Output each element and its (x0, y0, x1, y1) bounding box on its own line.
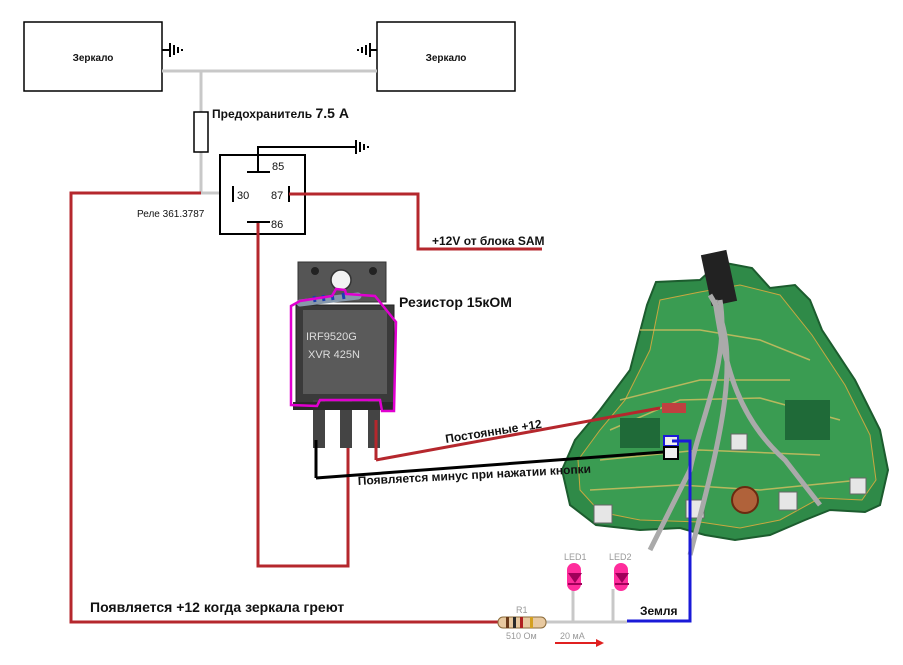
right-mirror-label: Зеркало (426, 53, 467, 64)
transistor-highlight (289, 287, 398, 413)
constant-plus-label: Постоянные +12 (444, 417, 543, 446)
relay-pin-87: 87 (271, 190, 283, 202)
current-label: 20 мА (560, 631, 585, 641)
relay-pin-86: 86 (271, 219, 283, 231)
r1-resistor-icon (497, 616, 547, 629)
constant-plus-wire (375, 406, 661, 462)
relay-coil-wire (256, 223, 350, 568)
resistor-label: Резистор 15кОМ (399, 294, 512, 310)
sam-supply-wire (289, 192, 542, 251)
led1-icon (567, 563, 582, 591)
sam-label: +12V от блока SAM (432, 234, 545, 248)
relay-pin-85: 85 (272, 161, 284, 173)
led2-icon (614, 563, 629, 591)
left-mirror-box (23, 21, 163, 92)
current-arrow-icon (555, 639, 604, 647)
led-circuit-wires (546, 589, 627, 624)
fuse-symbol (193, 111, 209, 153)
right-mirror-box (376, 21, 516, 92)
led1-label: LED1 (564, 552, 587, 562)
minus-signal-wire (315, 450, 665, 480)
relay-pin-30: 30 (237, 190, 249, 202)
left-mirror-label: Зеркало (73, 53, 114, 64)
right-mirror-ground-icon (357, 43, 377, 57)
transistor-marking-2: XVR 425N (308, 349, 360, 361)
relay-ground-icon (257, 140, 369, 155)
ground-wire (627, 439, 692, 623)
relay-label: Реле 361.3787 (137, 209, 205, 220)
transistor-marking-1: IRF9520G (306, 331, 357, 343)
led2-label: LED2 (609, 552, 632, 562)
heated-signal-wire (69, 191, 500, 624)
left-mirror-ground-icon (162, 43, 183, 57)
heated-plus-label: Появляется +12 когда зеркала греют (90, 599, 344, 615)
ground-label: Земля (640, 604, 678, 618)
pcb-photo (560, 249, 890, 556)
fuse-label: Предохранитель 7.5 А (212, 105, 349, 121)
r1-value: 510 Ом (506, 631, 537, 641)
r1-label: R1 (516, 605, 528, 615)
